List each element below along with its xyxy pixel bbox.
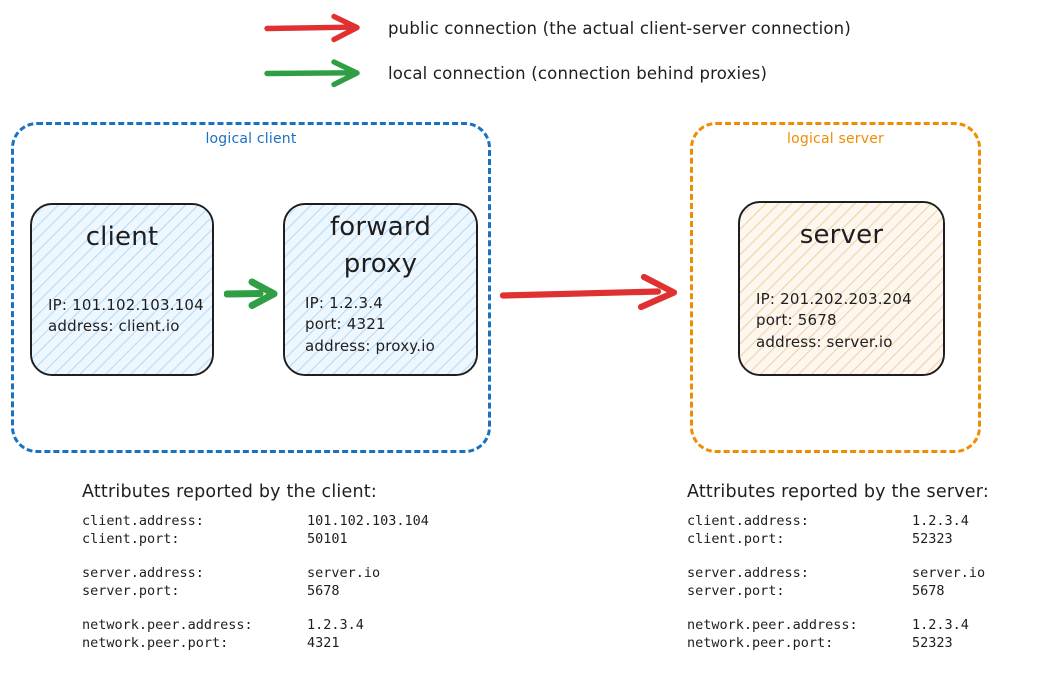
attr-key: client.port: (82, 530, 180, 547)
logical-client-container (11, 122, 491, 453)
attributes-server-block: Attributes reported by the server: clien… (687, 482, 989, 652)
attr-key: network.peer.address: (82, 617, 253, 633)
node-forward-proxy[interactable]: forward proxy IP: 1.2.3.4 port: 4321 add… (283, 203, 478, 376)
attr-value: 5678 (912, 582, 945, 599)
logical-client-label: logical client (205, 131, 297, 147)
table-row: server.address: server.io (82, 565, 429, 583)
attr-value: 1.2.3.4 (307, 617, 364, 633)
red-arrow-icon (264, 13, 360, 43)
attr-value: 52323 (912, 530, 953, 547)
table-spacer (687, 600, 985, 617)
attr-key: server.address: (687, 565, 809, 581)
node-server-port: port: 5678 (756, 311, 837, 330)
attr-key: client.address: (82, 513, 204, 529)
logical-server-label: logical server (787, 131, 884, 147)
attr-value: server.io (307, 565, 381, 581)
arrow-client-to-proxy (224, 278, 278, 309)
node-proxy-title-line1: forward (329, 212, 432, 242)
table-row: client.port: 52323 (687, 531, 985, 549)
table-row: client.address: 101.102.103.104 (82, 513, 429, 531)
node-client[interactable]: client IP: 101.102.103.104 address: clie… (30, 203, 214, 376)
legend-item-public: public connection (the actual client-ser… (264, 13, 851, 43)
table-row: network.peer.address: 1.2.3.4 (687, 617, 985, 635)
attributes-client-block: Attributes reported by the client: clien… (82, 482, 429, 652)
table-spacer (687, 548, 985, 565)
table-row: client.address: 1.2.3.4 (687, 513, 985, 531)
attr-key: server.port: (82, 582, 180, 599)
attr-value: 50101 (307, 530, 348, 547)
table-row: network.peer.port: 4321 (82, 635, 429, 653)
attributes-client-heading: Attributes reported by the client: (82, 482, 377, 502)
attr-key: client.address: (687, 513, 809, 529)
node-server-address: address: server.io (756, 332, 893, 351)
table-row: server.port: 5678 (82, 583, 429, 601)
node-server-title: server (799, 220, 884, 250)
node-proxy-details: IP: 1.2.3.4 port: 4321 address: proxy.io (305, 293, 435, 357)
node-client-details: IP: 101.102.103.104 address: client.io (48, 295, 204, 338)
table-row: server.address: server.io (687, 565, 985, 583)
attr-value: 5678 (307, 582, 340, 599)
node-client-ip: IP: 101.102.103.104 (48, 296, 204, 314)
arrow-proxy-to-server (499, 273, 678, 311)
table-spacer (82, 548, 429, 565)
legend-label-public: public connection (the actual client-ser… (388, 18, 851, 38)
attr-key: network.peer.address: (687, 617, 858, 633)
node-server-details: IP: 201.202.203.204 port: 5678 address: … (756, 289, 912, 353)
node-proxy-ip: IP: 1.2.3.4 (305, 294, 383, 312)
table-row: client.port: 50101 (82, 531, 429, 549)
attr-key: network.peer.port: (82, 634, 229, 651)
attr-value: 1.2.3.4 (912, 513, 969, 529)
attr-key: server.address: (82, 565, 204, 581)
logical-server-container (690, 122, 981, 453)
node-proxy-address: address: proxy.io (305, 336, 435, 355)
attributes-client-table: client.address: 101.102.103.104 client.p… (82, 513, 429, 652)
attr-value: 52323 (912, 634, 953, 651)
node-proxy-title-line2: proxy (343, 249, 418, 279)
attr-value: server.io (912, 565, 986, 581)
attributes-server-heading: Attributes reported by the server: (687, 482, 989, 502)
attr-key: client.port: (687, 530, 785, 547)
node-proxy-port: port: 4321 (305, 315, 386, 334)
attr-value: 101.102.103.104 (307, 513, 429, 529)
legend-label-local: local connection (connection behind prox… (388, 63, 768, 83)
attr-value: 1.2.3.4 (912, 617, 969, 633)
table-spacer (82, 600, 429, 617)
attr-key: server.port: (687, 582, 785, 599)
table-row: server.port: 5678 (687, 583, 985, 601)
node-client-title: client (85, 222, 159, 252)
node-client-address: address: client.io (48, 317, 180, 336)
node-server-ip: IP: 201.202.203.204 (756, 290, 912, 308)
node-server[interactable]: server IP: 201.202.203.204 port: 5678 ad… (738, 201, 945, 376)
green-arrow-icon (264, 59, 360, 88)
table-row: network.peer.port: 52323 (687, 635, 985, 653)
attributes-server-table: client.address: 1.2.3.4 client.port: 523… (687, 513, 985, 652)
table-row: network.peer.address: 1.2.3.4 (82, 617, 429, 635)
legend-item-local: local connection (connection behind prox… (264, 58, 767, 88)
attr-key: network.peer.port: (687, 634, 834, 651)
attr-value: 4321 (307, 634, 340, 651)
